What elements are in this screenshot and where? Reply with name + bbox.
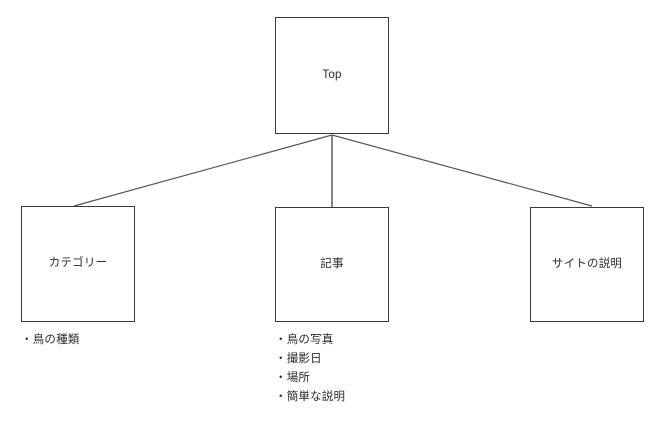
- bullet-item: ・撮影日: [275, 353, 322, 365]
- bullet-item: ・鳥の写真: [275, 334, 334, 346]
- bullet-list-category: ・鳥の種類: [21, 331, 80, 350]
- node-article: 記事: [275, 207, 389, 322]
- connector-top-to-sitedesc: [331, 134, 593, 207]
- node-top: Top: [275, 17, 389, 134]
- node-article-label: 記事: [320, 257, 344, 270]
- bullet-item: ・場所: [275, 372, 311, 384]
- node-site-description: サイトの説明: [530, 207, 644, 322]
- bullet-item: ・鳥の種類: [21, 334, 80, 346]
- bullet-list-article: ・鳥の写真 ・撮影日 ・場所 ・簡単な説明: [275, 331, 345, 407]
- node-category: カテゴリー: [21, 206, 135, 322]
- connector-top-to-category: [73, 134, 333, 207]
- node-site-description-label: サイトの説明: [551, 257, 623, 270]
- node-category-label: カテゴリー: [48, 257, 108, 270]
- node-top-label: Top: [322, 68, 342, 81]
- bullet-item: ・簡単な説明: [275, 391, 346, 403]
